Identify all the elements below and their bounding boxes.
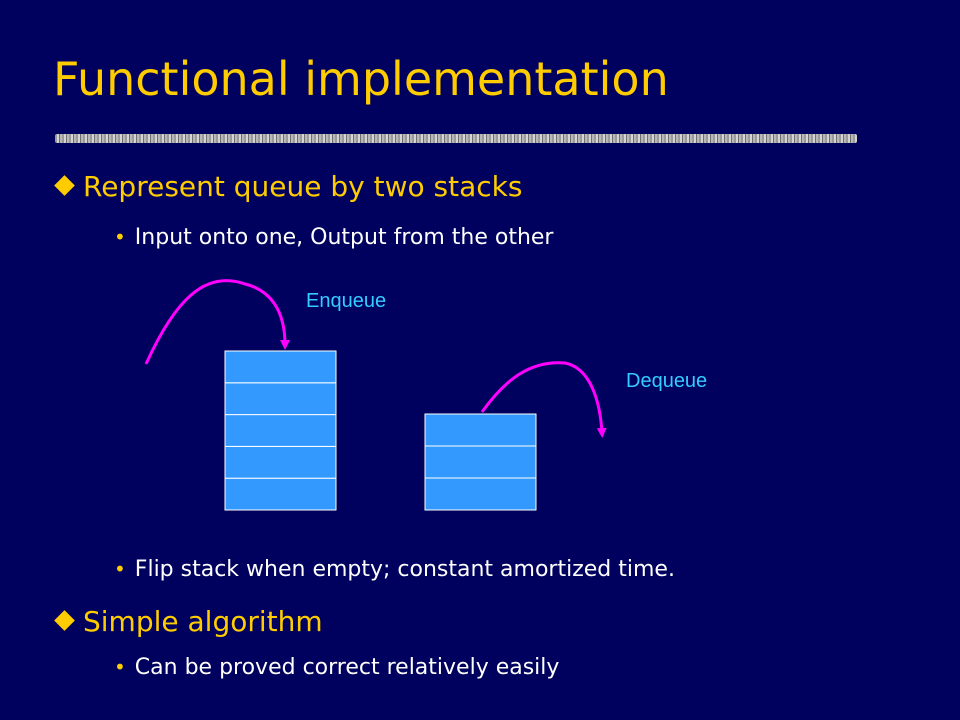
stack-slot bbox=[224, 350, 337, 384]
diamond-bullet-icon bbox=[54, 610, 75, 631]
dequeue-label: Dequeue bbox=[626, 370, 707, 392]
dequeue-arrow bbox=[480, 361, 607, 438]
bullet-text: Represent queue by two stacks bbox=[83, 170, 523, 203]
enqueue-arrow bbox=[144, 279, 290, 365]
enqueue-label: Enqueue bbox=[306, 290, 386, 312]
sub-bullet-input-output: • Input onto one, Output from the other bbox=[114, 225, 553, 250]
stack-slot bbox=[424, 445, 537, 479]
input-stack bbox=[224, 350, 337, 511]
output-stack bbox=[424, 413, 537, 511]
dot-bullet-icon: • bbox=[114, 225, 126, 249]
stack-slot bbox=[224, 382, 337, 416]
stack-slot bbox=[424, 413, 537, 447]
slide-title: Functional implementation bbox=[53, 52, 669, 106]
bullet-represent-queue: Represent queue by two stacks bbox=[54, 170, 523, 203]
sub-bullet-proved-correct: • Can be proved correct relatively easily bbox=[114, 655, 559, 680]
bullet-simple-algorithm: Simple algorithm bbox=[54, 605, 323, 638]
stack-slot bbox=[224, 414, 337, 447]
sub-bullet-text: Flip stack when empty; constant amortize… bbox=[134, 557, 675, 582]
stack-slot bbox=[424, 477, 537, 511]
stack-slot bbox=[224, 477, 337, 511]
sub-bullet-flip-stack: • Flip stack when empty; constant amortiz… bbox=[114, 557, 675, 582]
title-divider bbox=[55, 134, 857, 143]
bullet-text: Simple algorithm bbox=[83, 605, 323, 638]
dot-bullet-icon: • bbox=[114, 557, 126, 581]
dot-bullet-icon: • bbox=[114, 655, 126, 679]
sub-bullet-text: Input onto one, Output from the other bbox=[134, 225, 554, 250]
stack-slot bbox=[224, 445, 337, 479]
sub-bullet-text: Can be proved correct relatively easily bbox=[134, 655, 560, 680]
